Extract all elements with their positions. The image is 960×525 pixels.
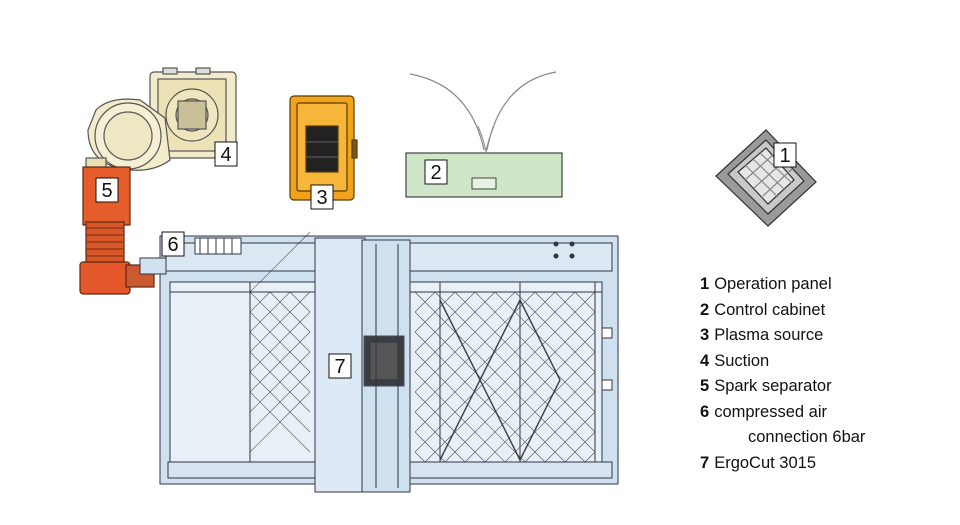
legend-text: compressed air [714,402,827,421]
callout-2: 2 [424,159,448,185]
callout-4-label: 4 [220,144,231,166]
legend-text: Suction [714,351,770,370]
legend-text: Spark separator [714,377,832,395]
legend-num: 3 [700,326,710,344]
callout-5: 5 [95,177,119,203]
callout-7: 7 [328,353,352,379]
mesh-right [414,291,596,473]
legend-num: 7 [700,453,710,472]
legend-text: Control cabinet [714,300,826,319]
operation-panel [715,129,817,227]
callout-7-label: 7 [334,356,345,378]
callout-4: 4 [214,141,238,167]
callout-1: 1 [773,142,797,168]
callout-5-label: 5 [101,180,112,202]
legend-num: 1 [700,275,710,293]
callout-2-label: 2 [430,162,441,184]
suction-unit [85,67,237,171]
spark-separator [79,166,155,295]
legend-num: 5 [700,377,710,395]
legend-num: 2 [700,300,710,319]
legend-item-compressed-air-cont: connection 6bar [700,425,865,451]
legend-text-cont: connection 6bar [748,428,866,446]
cutting-table [139,231,619,493]
legend-text: Plasma source [714,326,824,344]
plasma-source [289,95,358,201]
callout-6: 6 [161,231,185,257]
callout-6-label: 6 [167,234,178,256]
legend-text: Operation panel [714,275,832,293]
legend-num: 6 [700,402,710,421]
legend-num: 4 [700,351,710,370]
legend-text: ErgoCut 3015 [714,453,817,472]
callout-3: 3 [310,184,334,210]
mesh-left [249,231,311,453]
callout-3-label: 3 [316,187,327,209]
callout-1-label: 1 [779,145,790,167]
